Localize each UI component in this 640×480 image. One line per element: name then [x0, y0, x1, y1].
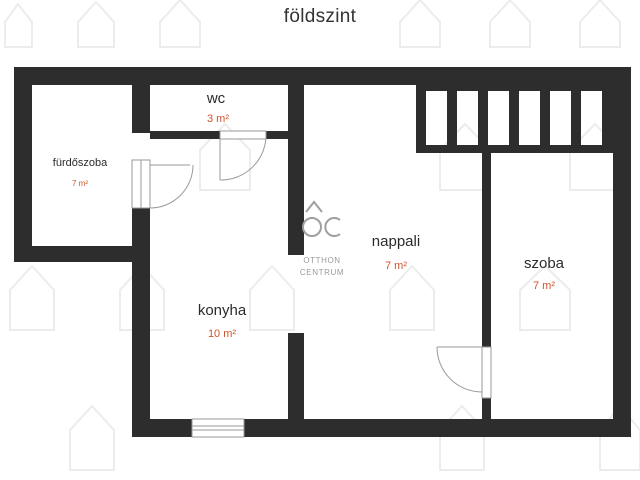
- room-label-konyha: konyha: [197, 302, 247, 319]
- room-area-konyha: 10 m²: [207, 328, 237, 340]
- floor-title: földszint: [283, 6, 357, 27]
- watermark-line1: OTTHON: [303, 256, 341, 265]
- room-area-wc: 3 m²: [207, 113, 229, 125]
- room-label-szoba: szoba: [523, 255, 565, 272]
- room-area-szoba: 7 m²: [533, 280, 555, 292]
- logo-watermark: [302, 200, 341, 238]
- room-label-wc: wc: [206, 90, 226, 107]
- doors: [131, 130, 492, 438]
- watermark-line2: CENTRUM: [299, 268, 345, 277]
- room-area-nappali: 7 m²: [385, 260, 407, 272]
- room-area-furdoszoba: 7 m²: [72, 179, 88, 188]
- room-label-furdoszoba: fürdőszoba: [52, 157, 108, 169]
- room-label-nappali: nappali: [371, 233, 421, 250]
- walls: [14, 67, 631, 437]
